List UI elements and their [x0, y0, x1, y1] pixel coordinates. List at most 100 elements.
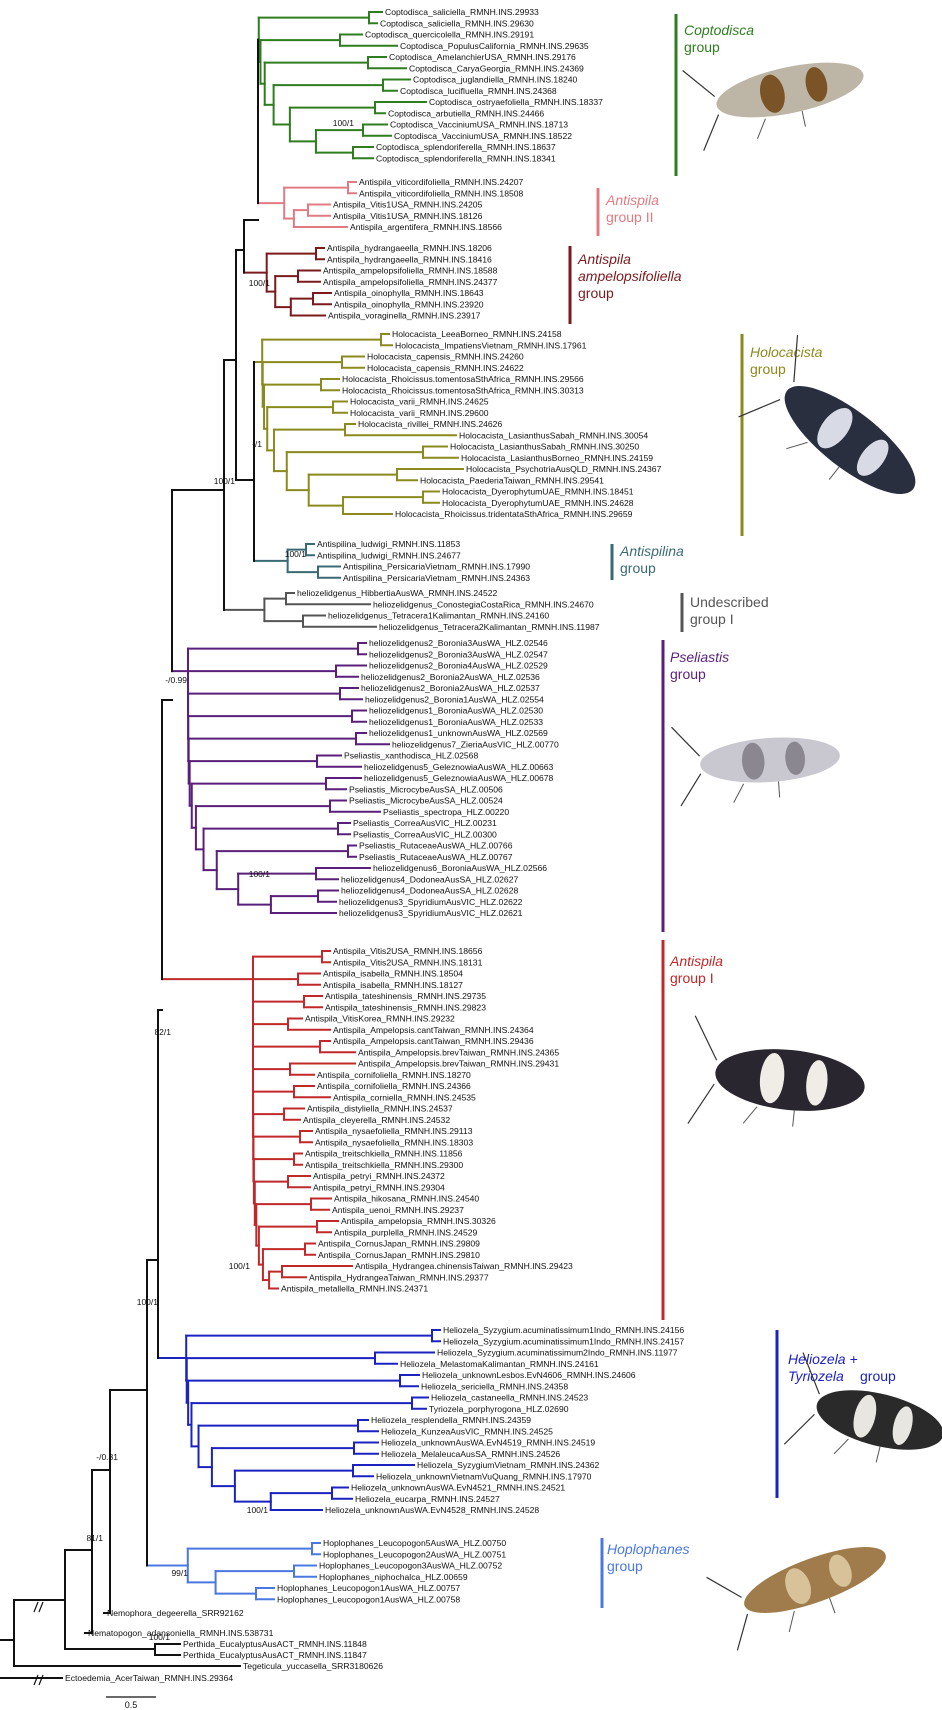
taxon-label: Heliozela_unknownAusWA.EvN4528_RMNH.INS.…	[325, 1505, 539, 1515]
taxon-label: Heliozela_KunzeaAusVIC_RMNH.INS.24525	[381, 1426, 553, 1436]
taxon-label: heliozelidgenus_Tetracera2Kalimantan_RMN…	[379, 622, 600, 632]
taxon-label: Perthida_EucalyptusAusACT_RMNH.INS.11848	[183, 1639, 367, 1649]
taxon-label: Antispila_corniella_RMNH.INS.24535	[333, 1092, 476, 1102]
taxon-label: Coptodisca_juglandiella_RMNH.INS.18240	[413, 75, 578, 85]
taxon-label: heliozelidgenus6_BoroniaAusWA_HLZ.02566	[373, 863, 547, 873]
taxon-label: Hoplophanes_Leucopogon1AusWA_HLZ.00758	[277, 1594, 460, 1604]
taxon-label: Hoplophanes_Leucopogon2AusWA_HLZ.00751	[323, 1549, 506, 1559]
scale-bar: 0.5	[106, 1697, 156, 1710]
taxon-label: Heliozela_unknownLesbos.EvN4606_RMNH.INS…	[422, 1370, 636, 1380]
taxon-label: Coptodisca_ostryaefoliella_RMNH.INS.1833…	[429, 97, 603, 107]
support-backbone: -/0.99	[165, 675, 187, 685]
taxon-label: Pseliastis_CorreaAusVIC_HLZ.00300	[353, 829, 497, 839]
taxon-label: heliozelidgenus2_Boronia3AusWA_HLZ.02546	[369, 638, 548, 648]
group-label: group	[578, 285, 614, 301]
taxon-label: Antispila_oinophylla_RMNH.INS.23920	[334, 299, 484, 309]
scale-label: 0.5	[125, 1700, 138, 1710]
taxon-label: Holocacista_PaederiaTaiwan_RMNH.INS.2954…	[420, 475, 604, 485]
taxon-label: Antispila_treitschkiella_RMNH.INS.11856	[305, 1149, 463, 1159]
taxon-label: Heliozela_unknownAusWA.EvN4521_RMNH.INS.…	[351, 1483, 565, 1493]
taxon-label: heliozelidgenus2_Boronia3AusWA_HLZ.02547	[369, 649, 548, 659]
taxon-label: heliozelidgenus4_DodoneaAusSA_HLZ.02627	[341, 874, 518, 884]
branch-break-mark	[39, 1675, 43, 1685]
taxon-label: Antispila_petryi_RMNH.INS.24372	[313, 1171, 445, 1181]
taxon-label: Holocacista_LasianthusBorneo_RMNH.INS.24…	[461, 453, 653, 463]
group-label: Antispila	[605, 192, 659, 208]
group-label: group	[620, 560, 656, 576]
taxon-label: Antispila_tateshinensis_RMNH.INS.29823	[325, 1002, 486, 1012]
taxon-label: Holocacista_Rhoicissus.tomentosaSthAfric…	[342, 374, 584, 384]
taxon-label: Pseliastis_MicrocybeAusSA_HLZ.00524	[349, 796, 503, 806]
group-label: Hoplophanes	[607, 1541, 690, 1557]
taxon-label: Holocacista_rivillei_RMNH.INS.24626	[358, 419, 502, 429]
taxon-label: heliozelidgenus5_GeleznowiaAusWA_HLZ.006…	[364, 762, 554, 772]
taxon-label: Heliozela_resplendella_RMNH.INS.24359	[371, 1415, 531, 1425]
taxon-label: Heliozela_unknownVietnamVuQuang_RMNH.INS…	[376, 1471, 592, 1481]
taxon-label: heliozelidgenus3_SpyridiumAusVIC_HLZ.026…	[339, 897, 523, 907]
taxon-label: Antispila_uenoi_RMNH.INS.29237	[332, 1205, 464, 1215]
support-pseliastis: 100/1	[249, 869, 271, 879]
taxon-label: Antispilina_ludwigi_RMNH.INS.11853	[317, 539, 460, 549]
taxon-label: Antispila_hydrangaeella_RMNH.INS.18416	[327, 254, 492, 264]
support-holocacista: -/1	[252, 439, 262, 449]
taxon-label: Holocacista_capensis_RMNH.INS.24622	[367, 363, 524, 373]
taxon-label: Heliozela_Syzygium.acuminatissimum1Indo_…	[443, 1325, 684, 1335]
taxon-label: heliozelidgenus3_SpyridiumAusVIC_HLZ.026…	[339, 908, 523, 918]
moth-photos	[671, 34, 942, 1652]
taxon-label: Coptodisca_saliciella_RMNH.INS.29933	[385, 7, 539, 17]
taxon-label: heliozelidgenus4_DodoneaAusSA_HLZ.02628	[341, 886, 518, 896]
taxon-label: Antispila_CornusJapan_RMNH.INS.29810	[318, 1250, 480, 1260]
group-label: group	[860, 1368, 896, 1384]
taxon-label: Coptodisca_VacciniumUSA_RMNH.INS.18713	[390, 120, 568, 130]
taxon-label: Perthida_EucalyptusAusACT_RMNH.INS.11847	[183, 1650, 367, 1660]
taxon-label: heliozelidgenus2_Boronia2AusWA_HLZ.02537	[361, 683, 540, 693]
taxon-label: Holocacista_DyerophytumUAE_RMNH.INS.1845…	[442, 487, 634, 497]
taxon-label: heliozelidgenus5_GeleznowiaAusWA_HLZ.006…	[364, 773, 554, 783]
support-hoplophanes: 99/1	[171, 1568, 188, 1578]
taxon-label: Antispila_VitisKorea_RMNH.INS.29232	[305, 1014, 455, 1024]
taxon-label: Antispila_ampelopsifoliella_RMNH.INS.185…	[323, 266, 498, 276]
taxon-label: Antispila_hikosana_RMNH.INS.24540	[334, 1194, 479, 1204]
taxon-label: Hoplophanes_Leucopogon3AusWA_HLZ.00752	[319, 1561, 502, 1571]
taxon-label: Holocacista_LasianthusSabah_RMNH.INS.300…	[459, 430, 648, 440]
taxon-label: Coptodisca_splendoriferella_RMNH.INS.183…	[376, 153, 556, 163]
taxon-label: Antispila_Ampelopsis.brevTaiwan_RMNH.INS…	[358, 1047, 559, 1057]
taxon-label: Antispila_Vitis1USA_RMNH.INS.18126	[333, 211, 483, 221]
taxon-label: Antispila_distyliella_RMNH.INS.24537	[307, 1104, 453, 1114]
group-label: Tyriozela	[788, 1368, 844, 1384]
taxon-label: Antispila_argentifera_RMNH.INS.18566	[350, 222, 502, 232]
group-label: Antispila	[669, 953, 723, 969]
photo-antispila	[684, 1016, 870, 1142]
support-backbone: 100/1	[214, 476, 236, 486]
photo-pseliastis	[671, 716, 842, 807]
taxon-label: Holocacista_varii_RMNH.INS.29600	[350, 408, 489, 418]
group-label: Undescribed	[690, 594, 769, 610]
taxon-label: Antispila_viticordifoliella_RMNH.INS.242…	[359, 177, 524, 187]
taxon-label: Heliozela_SyzygiumVietnam_RMNH.INS.24362	[417, 1460, 600, 1470]
support-backbone: -/0.81	[96, 1452, 118, 1462]
branch-break-mark	[34, 1675, 38, 1685]
group-label: group	[670, 666, 706, 682]
taxon-label: Antispila_Ampelopsis.cantTaiwan_RMNH.INS…	[333, 1036, 534, 1046]
support-backbone: 100/1	[149, 1632, 171, 1642]
taxon-label: Holocacista_LeeaBorneo_RMNH.INS.24158	[392, 329, 562, 339]
taxon-label: heliozelidgenus7_ZieriaAusVIC_HLZ.00770	[392, 739, 559, 749]
group-label: group I	[670, 970, 714, 986]
support-antispila-i: 100/1	[229, 1261, 251, 1271]
taxon-label: Heliozela_unknownAusWA.EvN4519_RMNH.INS.…	[381, 1438, 595, 1448]
taxon-label: Coptodisca_PopulusCalifornia_RMNH.INS.29…	[400, 41, 589, 51]
support-backbone: 100/1	[137, 1297, 159, 1307]
taxon-label: heliozelidgenus2_Boronia4AusWA_HLZ.02529	[369, 661, 548, 671]
taxon-label: Antispila_purplella_RMNH.INS.24529	[334, 1227, 478, 1237]
group-label: group	[750, 361, 786, 377]
group-label: Antispila	[577, 251, 631, 267]
taxon-label: heliozelidgenus1_unknownAusWA_HLZ.02569	[369, 728, 548, 738]
group-label: group	[684, 39, 720, 55]
photo-hoplophanes	[707, 1517, 900, 1652]
taxon-label: Coptodisca_saliciella_RMNH.INS.29630	[380, 18, 534, 28]
taxon-label: Nematopogon_adansoniella_RMNH.INS.538731	[88, 1628, 274, 1638]
taxon-label: Antispilina_PersicariaVietnam_RMNH.INS.1…	[343, 562, 530, 572]
taxon-label: Antispila_Vitis1USA_RMNH.INS.24205	[333, 200, 483, 210]
taxon-label: Antispila_nysaefoliella_RMNH.INS.29113	[315, 1126, 473, 1136]
taxon-label: Holocacista_ImpatiensVietnam_RMNH.INS.17…	[395, 340, 587, 350]
